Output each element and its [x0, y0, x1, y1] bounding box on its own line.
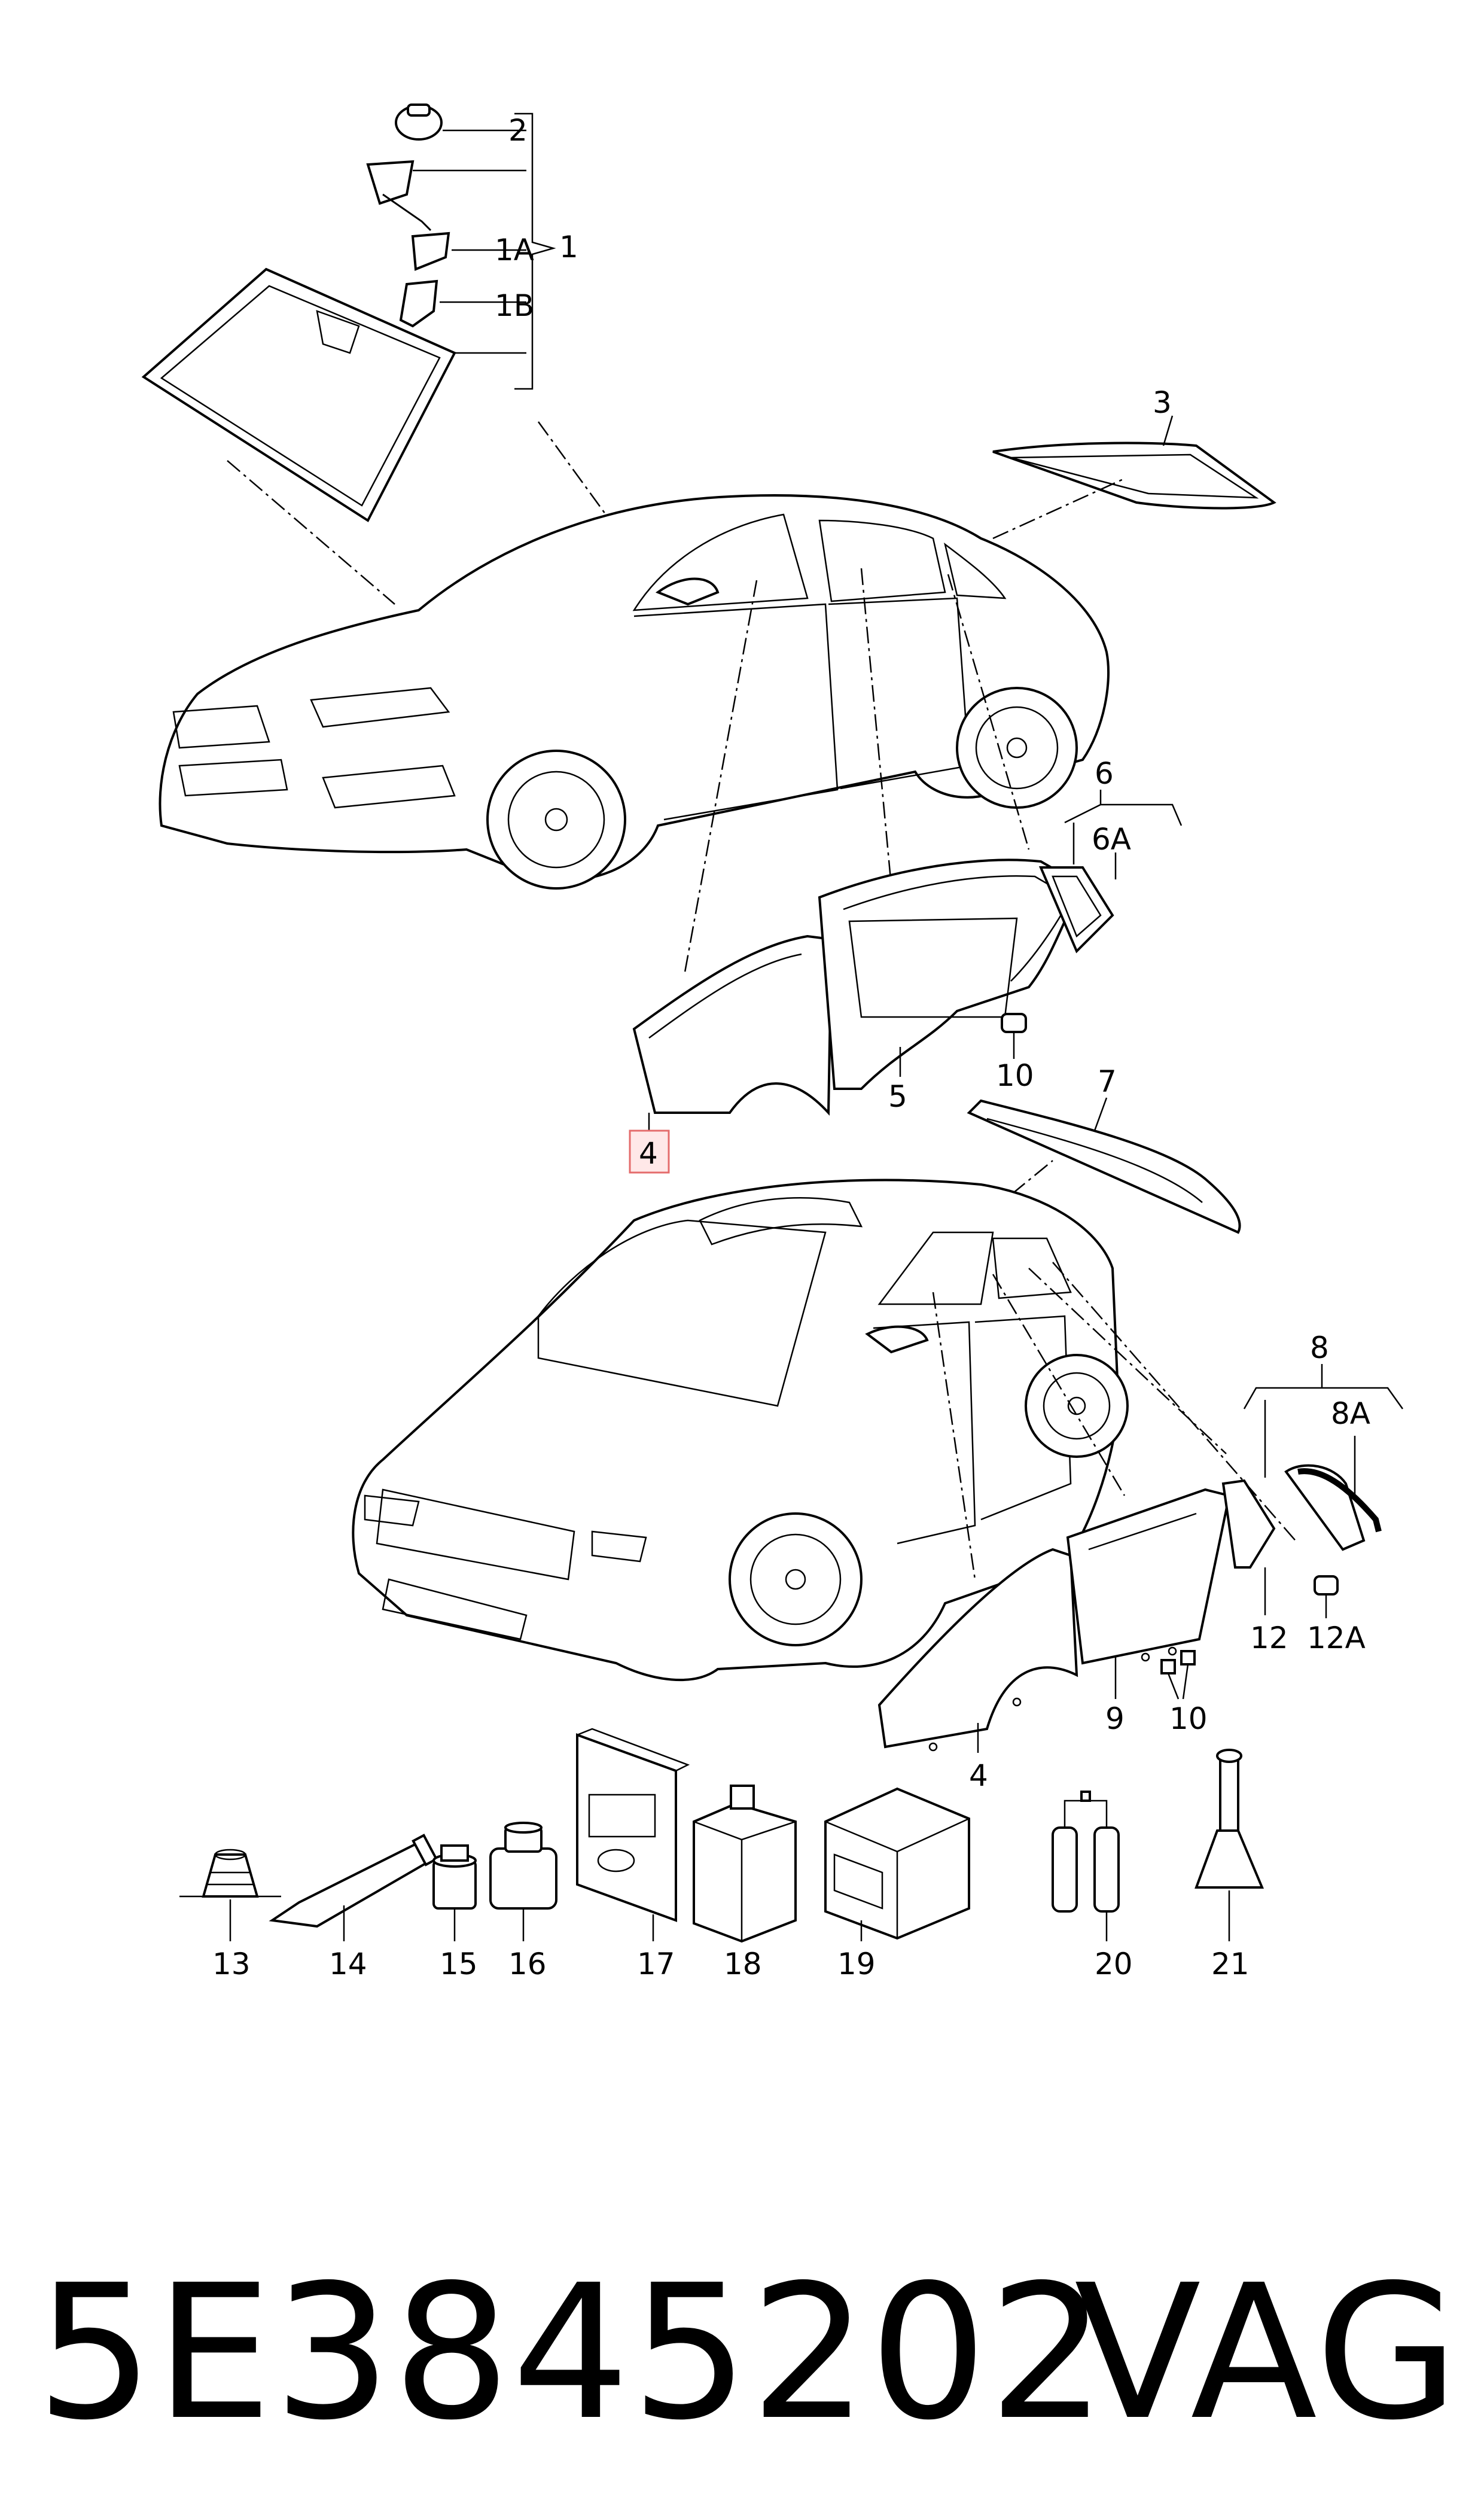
rear-window-part-3: [992, 442, 1276, 510]
callout-12: 12: [1250, 1621, 1288, 1655]
clip-part-12a: [1314, 1575, 1339, 1596]
callout-10-bottom: 10: [1169, 1701, 1208, 1736]
mixer-nozzle-part-21: [1194, 1749, 1264, 1889]
callout-19: 19: [837, 1947, 876, 1981]
callout-6a: 6A: [1092, 822, 1131, 857]
rear-door-glass-part-5: [818, 858, 1084, 1090]
front-door-glass-part-4-top: [632, 934, 833, 1116]
camera-bracket-part-1a: [411, 232, 450, 271]
nozzle-part-13: [179, 1849, 281, 1898]
part-number: 5E3845202: [36, 2245, 1108, 2461]
quarter-glass-part-8: [1284, 1464, 1382, 1551]
callout-13: 13: [212, 1947, 251, 1981]
cartridge-part-20: [1052, 1791, 1120, 1913]
rain-sensor-part: [395, 103, 443, 141]
quarter-glass-part-12: [1221, 1479, 1276, 1569]
callout-1: 1: [559, 230, 578, 264]
repair-kit-bag-part-17: [576, 1728, 690, 1922]
callout-2: 2: [508, 113, 528, 148]
primer-bottle-part-15: [432, 1844, 477, 1910]
callout-21: 21: [1211, 1947, 1250, 1981]
estate-car-illustration: [352, 1179, 1129, 1682]
callout-5: 5: [888, 1079, 907, 1114]
callout-15: 15: [440, 1947, 478, 1981]
callout-10-top: 10: [996, 1058, 1034, 1093]
callout-18: 18: [724, 1947, 762, 1981]
callout-12a: 12A: [1307, 1621, 1366, 1655]
clip-part-1b: [399, 279, 438, 328]
callout-6: 6: [1095, 756, 1114, 791]
callout-4-top: 4: [639, 1136, 658, 1171]
callout-8a: 8A: [1331, 1396, 1370, 1431]
clip-part-10-bottom: [1160, 1650, 1196, 1674]
clip-part-10-top: [1001, 1013, 1027, 1033]
callout-4-bottom: 4: [969, 1758, 988, 1793]
parts-diagram: 2 1A 1B 1 3: [141, 103, 1404, 1981]
front-door-glass-part-4-bottom: [877, 1548, 1078, 1752]
callout-4-highlight: [629, 1129, 670, 1174]
rear-door-glass-part-9: [1066, 1488, 1231, 1665]
callout-7: 7: [1098, 1064, 1117, 1099]
brand-name: VAG: [1074, 2245, 1460, 2461]
callout-3: 3: [1153, 385, 1172, 420]
callout-9: 9: [1105, 1701, 1125, 1736]
callout-8: 8: [1310, 1330, 1329, 1365]
adhesive-tube-part-14: [269, 1834, 438, 1928]
box-part-19: [824, 1787, 970, 1940]
callout-14: 14: [329, 1947, 367, 1981]
callout-17: 17: [637, 1947, 675, 1981]
sedan-car-illustration: [159, 494, 1110, 890]
activator-bottle-part-18: [693, 1785, 797, 1943]
callout-20: 20: [1095, 1947, 1133, 1981]
callout-1b: 1B: [495, 288, 534, 323]
cleaner-jar-part-16: [489, 1822, 557, 1910]
sensor-cover-part: [366, 160, 432, 232]
rear-window-part-7: [967, 1099, 1241, 1234]
callout-16: 16: [508, 1947, 547, 1981]
quarter-glass-part-6: [1038, 866, 1114, 954]
windscreen-part: [141, 267, 456, 522]
callout-1a: 1A: [495, 233, 534, 267]
